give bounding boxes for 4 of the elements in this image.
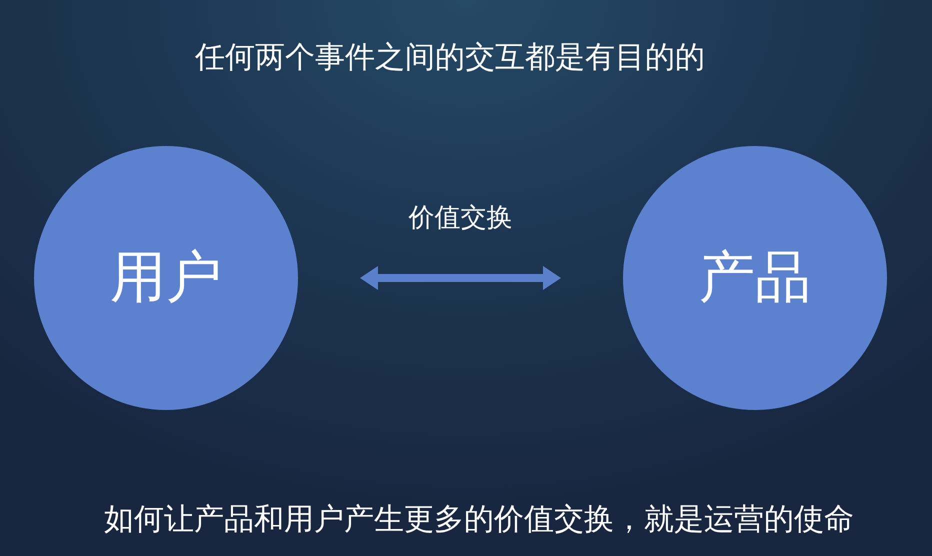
double-arrow <box>360 266 561 290</box>
caption: 如何让产品和用户产生更多的价值交换，就是运营的使命 <box>104 502 854 538</box>
edge-label: 价值交换 <box>408 202 512 234</box>
title: 任何两个事件之间的交互都是有目的的 <box>195 40 705 76</box>
